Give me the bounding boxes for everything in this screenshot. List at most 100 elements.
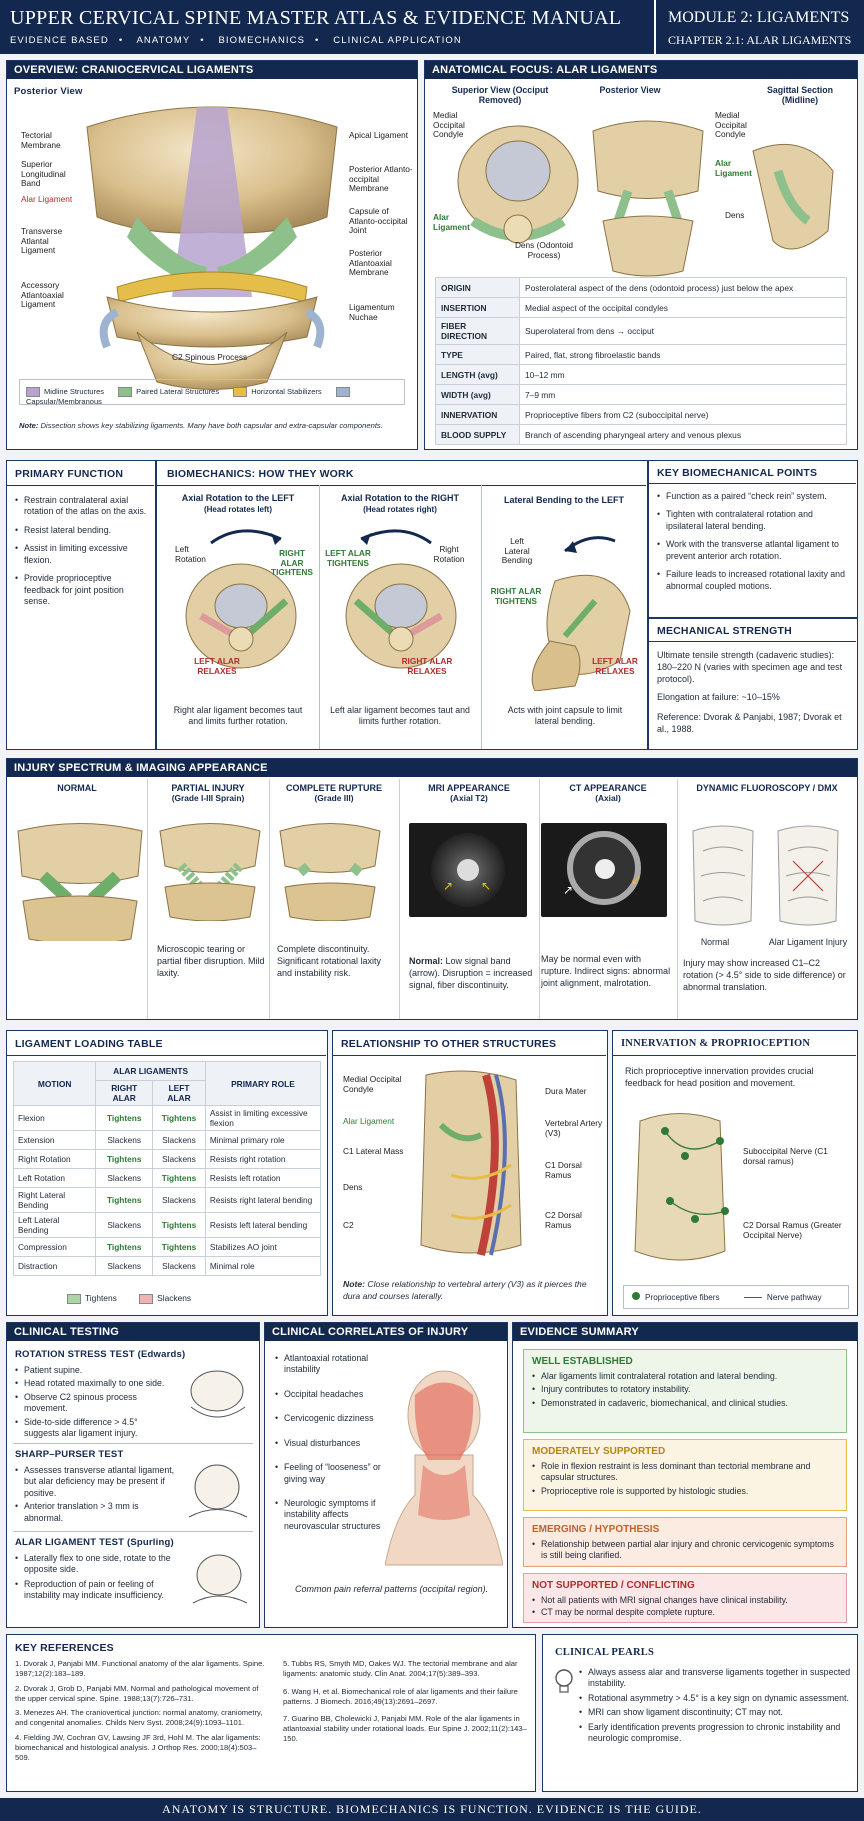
injury-col-heading: COMPLETE RUPTURE [285,783,382,793]
rel-dura: Dura Mater [545,1086,587,1096]
innervation-suboccipital: Suboccipital Nerve (C1 dorsal ramus) [743,1146,828,1166]
label-post-aa-membrane: Posterior Atlantoaxial Membrane [349,248,392,278]
bio2-right-rotation: Right Rotation [433,544,465,564]
test2-item: Assesses transverse atlantal ligament, b… [15,1465,177,1499]
label-alar-ligament: Alar Ligament [433,212,470,232]
strength-panel: MECHANICAL STRENGTH Ultimate tensile str… [648,618,858,750]
emerg-title: EMERGING / HYPOTHESIS [532,1524,660,1535]
legend-midline: Midline Structures [44,387,105,396]
fluoro-description: Injury may show increased C1–C2 rotation… [683,958,846,993]
relationship-illustration [420,1070,522,1256]
fluoroscopy-illustration [692,825,839,926]
module-box: MODULE 2: LIGAMENTS CHAPTER 2.1: ALAR LI… [654,0,864,54]
primary-item: Resist lateral bending. [15,525,149,537]
rel-dens: Dens [343,1182,363,1192]
fact-value: Proprioceptive fibers from C2 (suboccipi… [519,404,847,425]
ct-image: ↗ ↙ [541,823,667,917]
legend-paired: Paired Lateral Structures [136,387,220,396]
not-item: Not all patients with MRI signal changes… [532,1595,838,1607]
fact-key: FIBER DIRECTION [435,317,520,345]
bio2-sub: (Head rotates right) [363,505,437,514]
ct-arrow-icon: ↗ [563,883,574,897]
key-points-panel: KEY BIOMECHANICAL POINTS Function as a p… [648,460,858,618]
legend-swatch-capsular [335,387,350,398]
evidence-panel: EVIDENCE SUMMARY WELL ESTABLISHED Alar l… [512,1322,858,1628]
cell-right-alar: Slackens [95,1212,154,1238]
test3-item: Laterally flex to one side, rotate to th… [15,1553,181,1576]
reference-item: 4. Fielding JW, Cochran GV, Lawsing JF 3… [15,1733,261,1762]
complete-rupture-illustration [279,823,381,921]
evidence-well-established: WELL ESTABLISHED Alar ligaments limit co… [523,1349,847,1433]
bio1-caption: Right alar ligament becomes taut and lim… [173,705,303,727]
evidence-title: EVIDENCE SUMMARY [513,1323,857,1341]
cell-left-alar: Tightens [152,1237,206,1257]
cell-right-alar: Slackens [95,1168,154,1188]
fact-value: Branch of ascending pharyngeal artery an… [519,424,847,445]
alar-views-illustration [457,120,834,277]
reference-item: 6. Wang H, et al. Biomechanical role of … [283,1686,518,1706]
fiber-dot-icon [632,1292,640,1300]
key-point-item: Tighten with contralateral rotation and … [657,509,851,532]
cell-motion: Left Lateral Bending [12,1212,97,1238]
focus-title: ANATOMICAL FOCUS: ALAR LIGAMENTS [425,61,857,79]
overview-view-label: Posterior View [14,86,83,97]
pearls-title: CLINICAL PEARLS [555,1647,654,1658]
bio1-illustration [185,529,297,669]
posterior-dissection-illustration [86,106,338,390]
fact-key: BLOOD SUPPLY [435,424,520,445]
innervation-illustration [634,1113,729,1261]
bio1-left-relaxes: LEFT ALAR RELAXES [194,656,240,676]
cell-left-alar: Slackens [152,1256,206,1276]
label-dens: Dens [725,210,745,220]
not-title: NOT SUPPORTED / CONFLICTING [532,1580,695,1591]
fluoro-normal-label: Normal [700,937,730,947]
key-point-item: Function as a paired “check rein” system… [657,491,851,503]
module-title: MODULE 2: LIGAMENTS [668,9,850,26]
label-alar: Alar Ligament [21,194,73,204]
fact-key: INNERVATION [435,404,520,425]
cell-right-alar: Slackens [95,1256,154,1276]
view-posterior: Posterior View [599,85,661,95]
injury-title: INJURY SPECTRUM & IMAGING APPEARANCE [7,759,857,777]
mri-arrow-icon: ↖ [481,879,492,893]
cell-right-alar: Tightens [95,1187,154,1213]
test3-item: Reproduction of pain or feeling of insta… [15,1579,181,1602]
th-role: PRIMARY ROLE [204,1061,322,1106]
innervation-c2: C2 Dorsal Ramus (Greater Occipital Nerve… [743,1220,842,1240]
legend-swatch-tightens [67,1293,81,1304]
cell-role: Assist in limiting excessive flexion [204,1105,322,1131]
ct-description: May be normal even with rupture. Indirec… [541,954,671,989]
not-item: CT may be normal despite complete ruptur… [532,1607,838,1619]
rel-note-text: Close relationship to vertebral artery (… [343,1279,587,1301]
mod-item: Proprioceptive role is supported by hist… [532,1486,838,1498]
clinical-testing-panel: CLINICAL TESTING ROTATION STRESS TEST (E… [6,1322,260,1628]
test3-title: ALAR LIGAMENT TEST (Spurling) [15,1537,174,1548]
strength-reference: Reference: Dvorak & Panjabi, 1987; Dvora… [657,712,842,735]
test1-item: Observe C2 spinous process movement. [15,1392,175,1415]
cell-motion: Left Rotation [12,1168,97,1188]
legend-swatch-horizontal [233,387,248,398]
relationship-note: Note: Close relationship to vertebral ar… [343,1279,599,1302]
innervation-panel: INNERVATION & PROPRIOCEPTION Rich propri… [612,1030,858,1316]
primary-item: Assist in limiting excessive flexion. [15,543,149,566]
cell-role: Minimal role [204,1256,322,1276]
th-alar: ALAR LIGAMENTS [95,1061,206,1081]
primary-item: Restrain contralateral axial rotation of… [15,495,149,518]
bio2-illustration [345,529,457,669]
cell-left-alar: Slackens [152,1130,206,1150]
correlate-item: Occipital headaches [275,1389,385,1401]
injury-col-sub: (Grade I-III Sprain) [171,793,245,803]
relationship-panel: RELATIONSHIP TO OTHER STRUCTURES Medial … [332,1030,608,1316]
label-post-ao-membrane: Posterior Atlanto-occipital Membrane [349,164,413,194]
fact-value: Posterolateral aspect of the dens (odont… [519,277,847,298]
mri-normal-label: Normal: [409,956,444,966]
cell-role: Minimal primary role [204,1130,322,1150]
cell-left-alar: Tightens [152,1105,206,1131]
correlates-panel: CLINICAL CORRELATES OF INJURY Atlantoaxi… [264,1322,508,1628]
label-nuchae: Ligamentum Nuchae [349,302,395,322]
